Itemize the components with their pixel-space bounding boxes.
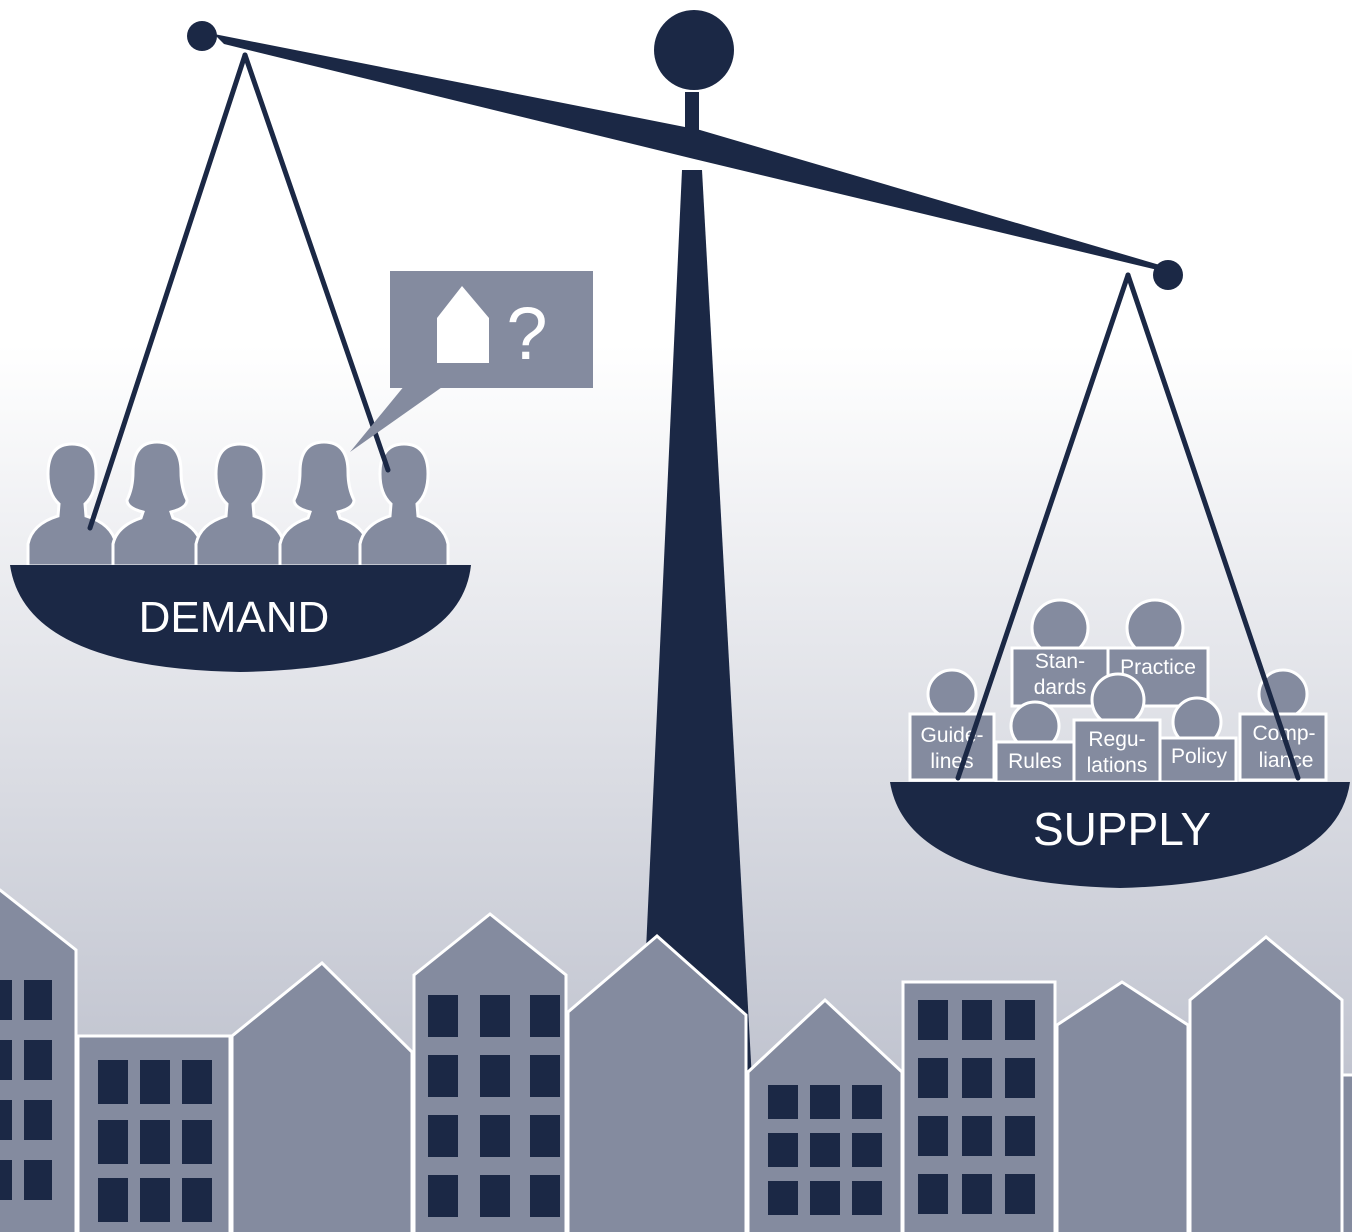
puzzle-piece-guidelines bbox=[908, 668, 996, 782]
windows bbox=[0, 980, 1035, 1222]
house-icon bbox=[437, 286, 489, 363]
piece-label: Practice bbox=[1120, 656, 1196, 679]
building bbox=[1188, 935, 1344, 1232]
demand-label: DEMAND bbox=[139, 593, 330, 642]
bubble-question-mark: ? bbox=[506, 292, 547, 375]
scale-post bbox=[640, 170, 752, 1080]
scale-beam bbox=[214, 34, 1170, 272]
puzzle-piece-compliance bbox=[1238, 668, 1328, 782]
piece-label: Policy bbox=[1171, 745, 1228, 768]
piece-label: Guide- bbox=[920, 724, 983, 747]
supply-pan-group: Stan- dards Practice Guide- lines Rules … bbox=[890, 272, 1350, 888]
scale bbox=[187, 10, 1183, 1080]
building bbox=[1055, 980, 1190, 1232]
piece-label: lations bbox=[1087, 754, 1148, 777]
puzzle-piece-policy bbox=[1158, 696, 1238, 784]
demand-pan bbox=[10, 565, 471, 672]
bubble-box bbox=[390, 271, 593, 388]
demand-pan-group: DEMAND bbox=[10, 52, 471, 672]
scale-beam-end-right bbox=[1153, 260, 1183, 290]
piece-label: dards bbox=[1034, 676, 1087, 699]
piece-label: liance bbox=[1259, 749, 1314, 772]
building bbox=[230, 960, 414, 1232]
supply-label: SUPPLY bbox=[1033, 803, 1211, 855]
piece-label: Regu- bbox=[1088, 728, 1145, 751]
city-skyline bbox=[0, 888, 1352, 1232]
supply-pan-strings bbox=[955, 272, 1301, 781]
building bbox=[566, 934, 748, 1232]
scale-pivot-knob bbox=[654, 10, 734, 90]
piece-label: Rules bbox=[1008, 750, 1062, 773]
demand-pan-strings bbox=[87, 52, 391, 531]
puzzle-piece-regulations bbox=[1072, 672, 1162, 784]
bubble-tail bbox=[350, 385, 445, 452]
buildings bbox=[0, 888, 1352, 1232]
house-question-speech-bubble: ? bbox=[350, 271, 593, 452]
supply-pan bbox=[890, 782, 1350, 888]
scale-beam-end-left bbox=[187, 21, 217, 51]
piece-label: Stan- bbox=[1035, 650, 1085, 673]
building bbox=[1340, 1073, 1352, 1232]
puzzle-pieces bbox=[908, 598, 1328, 784]
